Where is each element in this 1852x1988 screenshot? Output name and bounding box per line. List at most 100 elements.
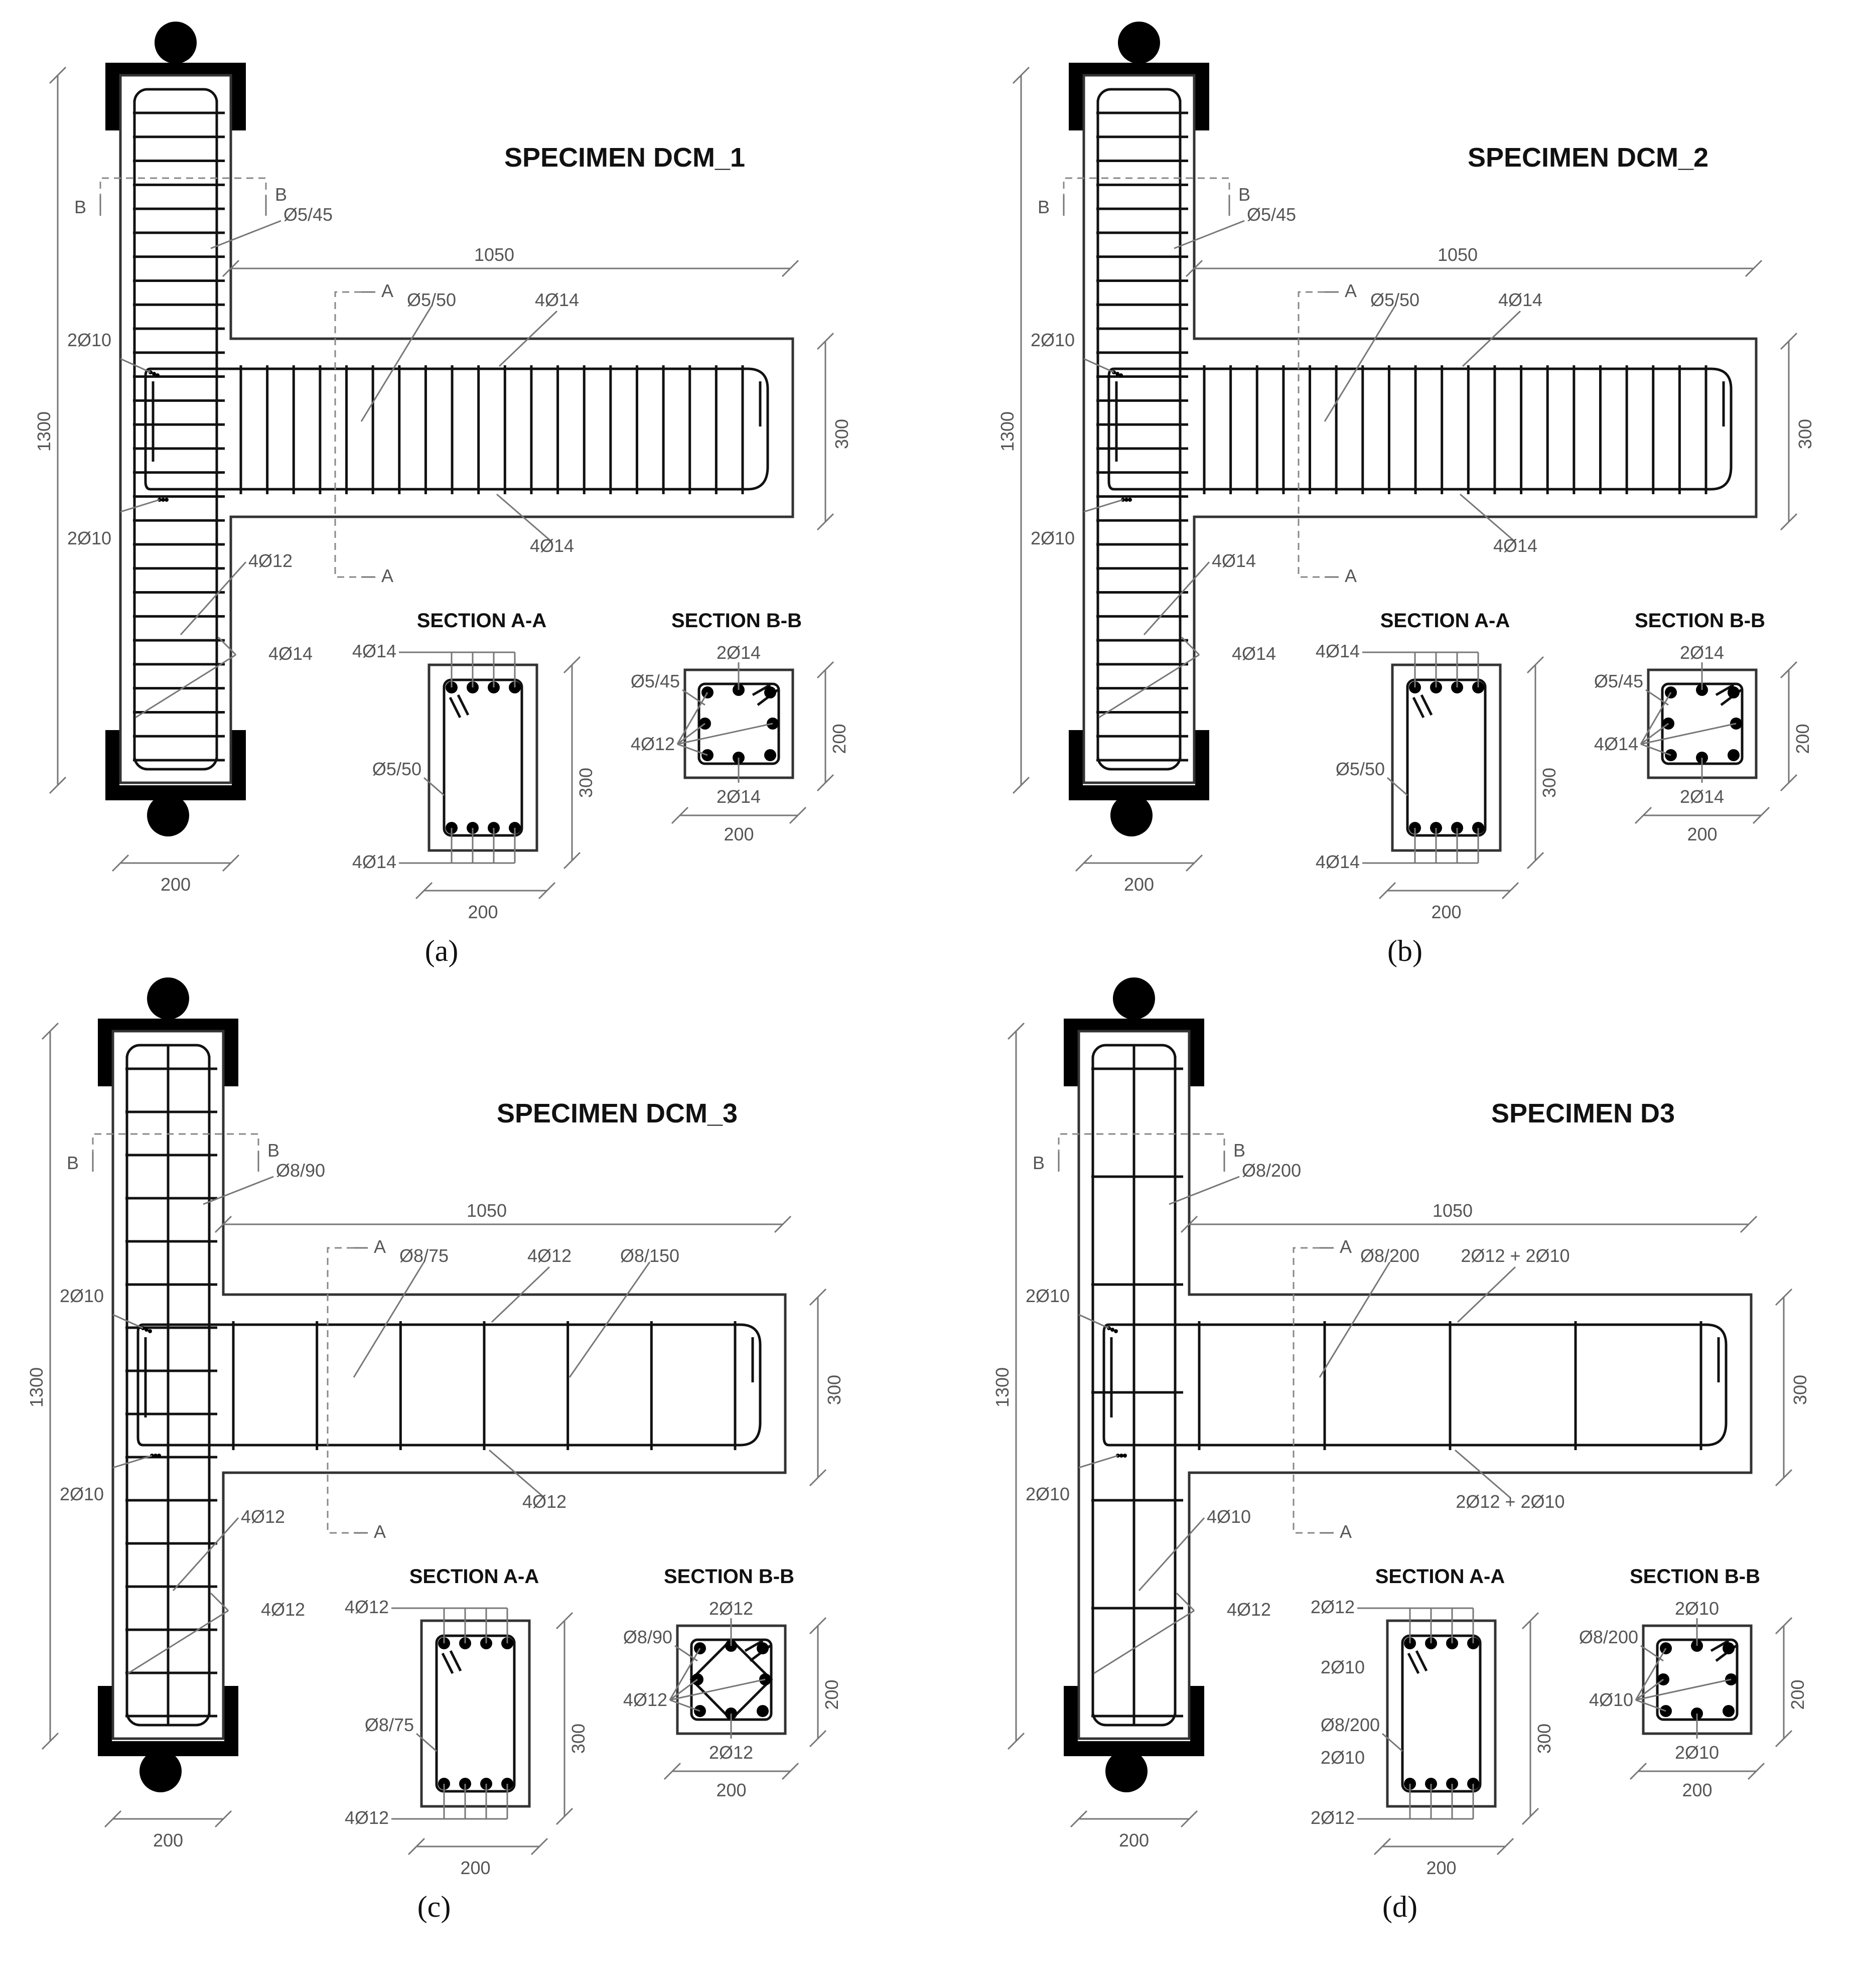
leader [360,306,433,422]
section-b-stirrup-label: Ø5/45 [631,671,680,691]
dimension-tick [809,1469,827,1487]
leader [1083,358,1114,373]
beam-cage [1102,1323,1728,1447]
dimension-tick [1501,882,1519,900]
specimen-title: SPECIMEN DCM_3 [497,1098,738,1128]
section-a-width: 200 [1426,1858,1456,1878]
dimension-tick [1180,1215,1198,1233]
dimension-column-width: 200 [153,1830,183,1851]
dimension-tick [816,513,834,531]
dimension-tick [111,854,129,872]
dimension-tick [663,1762,681,1780]
beam-top-bars-label: 4Ø14 [535,290,579,310]
section-a-outline [428,663,538,852]
dimension-tick [49,66,67,84]
bottom-roller-icon [1110,794,1153,836]
dimension-tick [816,774,834,792]
leader [489,1449,545,1499]
leader [423,777,445,796]
dimension-tick [1780,774,1798,792]
dimension-tick [1526,656,1544,674]
section-a-outline [1386,1619,1497,1808]
joint-bar-dot [1115,372,1119,376]
section-a-cut-line [1293,1247,1320,1534]
section-a-stirrup-label: Ø5/50 [372,759,421,779]
dimension-beam-length: 1050 [474,244,514,265]
dimension-tick [555,1807,574,1825]
specimen-title: SPECIMEN DCM_1 [504,143,745,173]
leader [1382,1733,1403,1752]
dimension-tick [104,1810,122,1828]
dimension-tick [1780,332,1798,350]
dimension-tick [530,1837,548,1856]
section-b-top-label: 2Ø14 [1680,642,1724,663]
column-bars-label-1: 4Ø14 [1212,550,1256,571]
dimension-tick [1780,661,1798,679]
section-b-hook [1715,683,1735,696]
dimension-tick [1775,1469,1793,1487]
section-a-height: 300 [576,768,596,798]
section-a-top-label: 2Ø12 [1311,1597,1355,1617]
joint-bar-dot [1110,1328,1114,1332]
section-b-bar [757,1642,769,1654]
section-b-bar [757,1705,769,1717]
leader [496,493,552,543]
section-a-bottom-label: 2Ø12 [1311,1807,1355,1828]
bottom-roller-icon [147,794,189,836]
section-b-width: 200 [1687,824,1717,844]
beam-top-bars-label: 4Ø14 [1498,290,1542,310]
dimension-tick [1180,1810,1198,1828]
top-roller-icon [147,977,189,1020]
leader [677,743,708,756]
dimension-tick [1012,66,1030,84]
section-a-bottom-label: 4Ø14 [352,851,396,872]
section-a-mark: A [1345,280,1357,301]
dimension-beam-height: 300 [1790,1375,1810,1405]
beam-stirrup-label: Ø8/75 [399,1245,449,1266]
section-a-mark: A [374,1521,386,1542]
dimension-tick [789,806,807,824]
leader [203,1176,274,1205]
section-a-stirrup-label: Ø8/75 [365,1715,414,1735]
leader [127,1610,229,1674]
dimension-beam-length: 1050 [1433,1200,1473,1221]
beam-cage [1107,367,1733,491]
section-b-mark: B [267,1140,279,1161]
section-a-top-label: 4Ø12 [345,1597,389,1617]
section-b-stirrup-label: Ø8/90 [623,1627,672,1647]
section-b-side-label: 4Ø12 [623,1689,667,1710]
section-a-stirrup [435,1634,516,1793]
section-a-stirrup [1401,1634,1482,1793]
section-b-top-label: 2Ø12 [709,1598,753,1619]
section-b-height: 200 [829,724,849,754]
joint-bottom-bars-label: 2Ø10 [67,528,111,548]
joint-bar-dot [145,1328,149,1332]
section-a-cut-line [327,1247,354,1534]
section-a-title: SECTION A-A [417,610,547,632]
dimension-tick [1629,1762,1647,1780]
column-bars-label-2: 4Ø14 [268,643,313,664]
leader [669,1678,698,1701]
section-a-stirrup [443,678,523,837]
section-a-width: 200 [1431,902,1461,922]
section-a-height: 300 [568,1724,589,1754]
leader [353,1261,425,1378]
section-b-mark: B [275,184,287,205]
section-b-bar [1728,686,1740,698]
leader [135,654,236,719]
leader [1460,493,1516,543]
panel-caption: (a) [425,934,459,967]
dimension-tick [1780,513,1798,531]
leader [217,636,237,656]
leader [1174,220,1245,249]
leader [112,1455,153,1469]
section-b-height: 200 [1792,724,1813,754]
leader [1078,1314,1109,1329]
section-a-outline [1391,663,1502,852]
section-a-hook [449,1650,462,1672]
dimension-tick [222,854,240,872]
section-a-height: 300 [1539,768,1559,798]
section-a-hook [457,694,470,716]
beam-bottom-bars-label: 4Ø14 [1493,535,1537,556]
